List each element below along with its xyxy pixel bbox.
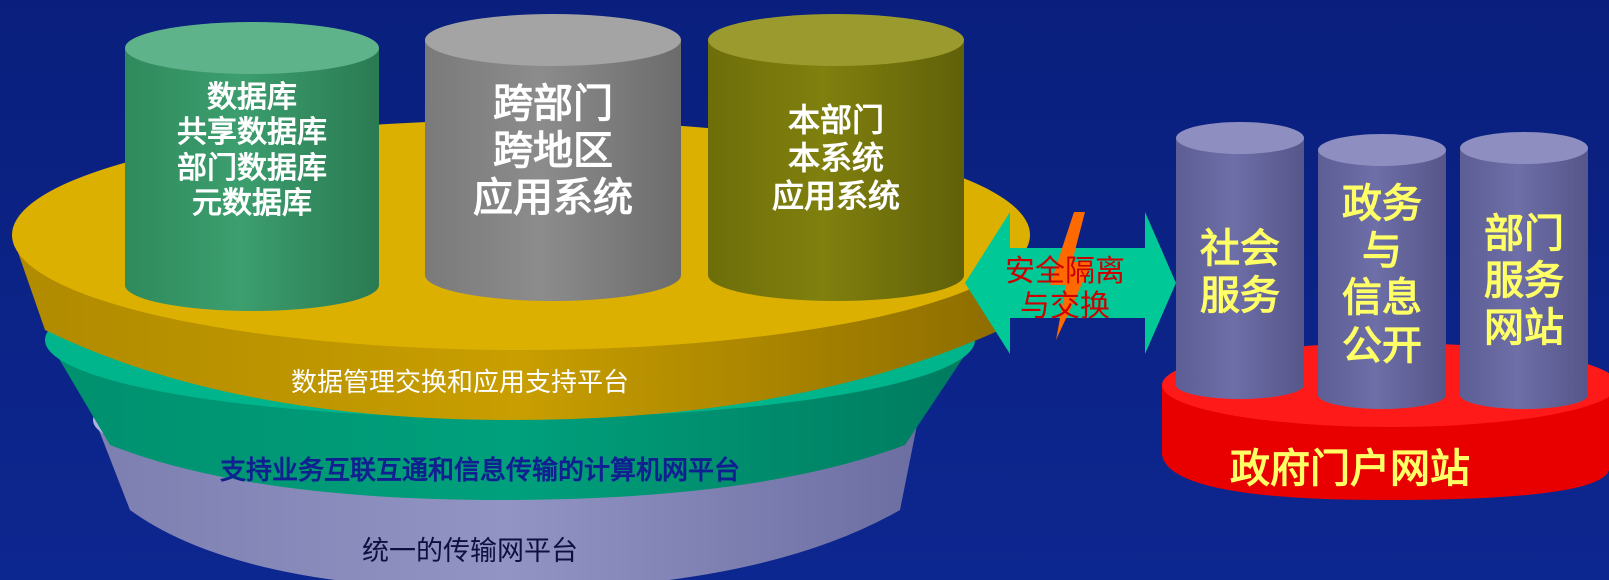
data-platform-label: 数据管理交换和应用支持平台 [290, 368, 629, 398]
gov-affairs-label: 政务 与 信息 公开 [1342, 180, 1422, 369]
dept-cylinder [708, 14, 964, 301]
social-service-cylinder [1176, 122, 1304, 399]
dept-site-label: 部门 服务 网站 [1484, 210, 1564, 352]
cross-dept-cylinder-label: 跨部门 跨地区 应用系统 [473, 80, 633, 222]
lightning-bolt-icon [1050, 212, 1092, 340]
security-exchange-label: 安全隔离 与交换 [1005, 254, 1125, 325]
dept-cylinder-label: 本部门 本系统 应用系统 [771, 101, 900, 215]
gov-affairs-cylinder [1318, 134, 1446, 409]
portal-title: 政府门户网站 [1230, 445, 1470, 492]
database-cylinder-label: 数据库 共享数据库 部门数据库 元数据库 [177, 80, 327, 222]
network-platform-label: 支持业务互联互通和信息传输的计算机网平台 [219, 456, 740, 486]
dept-site-cylinder [1460, 132, 1588, 409]
database-cylinder [125, 22, 379, 311]
transport-platform-label: 统一的传输网平台 [362, 536, 578, 567]
cross-dept-cylinder [425, 14, 681, 301]
social-service-label: 社会 服务 [1200, 225, 1280, 320]
